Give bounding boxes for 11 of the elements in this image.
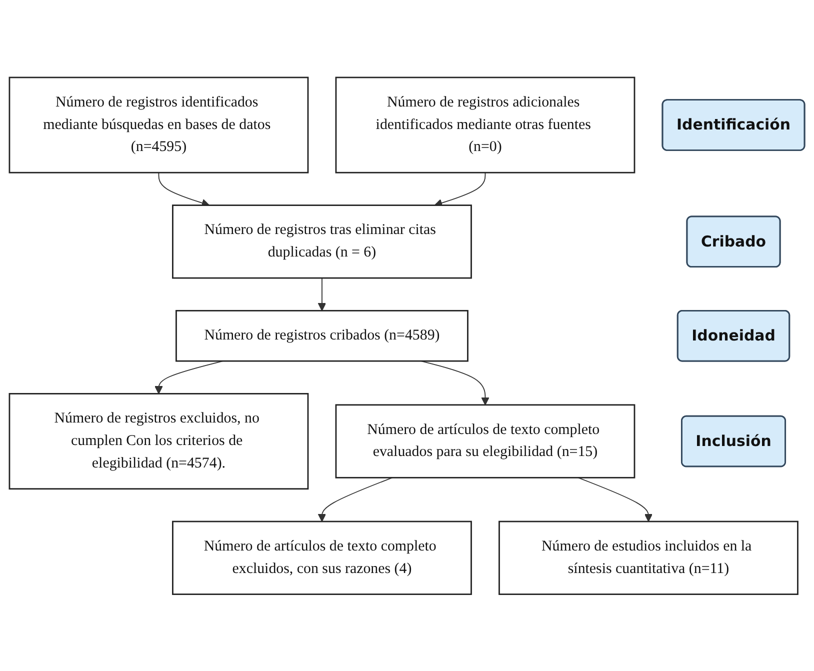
node-box: Número de registros adicionales identificados mediante otras fuentes (n=0) [335, 76, 636, 173]
node-box: Número de artículos de texto completo evaluados para su elegibilidad (n=15) [335, 404, 636, 478]
arrow [318, 476, 393, 522]
node-box: Número de registros identificados mediante búsquedas en bases de datos (n=4595) [8, 76, 309, 173]
node-box: Número de registros cribados (n=4589) [176, 310, 468, 362]
node-box: Número de registros tras eliminar citas duplicadas (n = 6) [172, 204, 472, 278]
node-box: Número de artículos de texto completo excluidos, con sus razones (4) [172, 520, 472, 595]
node-box: Número de registros excluidos, no cumplen Con los criterios de elegibilidad (n=4574). [8, 392, 309, 490]
arrow [578, 476, 653, 522]
arrow [318, 277, 326, 311]
node-box: Número de estudios incluidos en la síntesis cuantitativa (n=11) [498, 520, 798, 595]
